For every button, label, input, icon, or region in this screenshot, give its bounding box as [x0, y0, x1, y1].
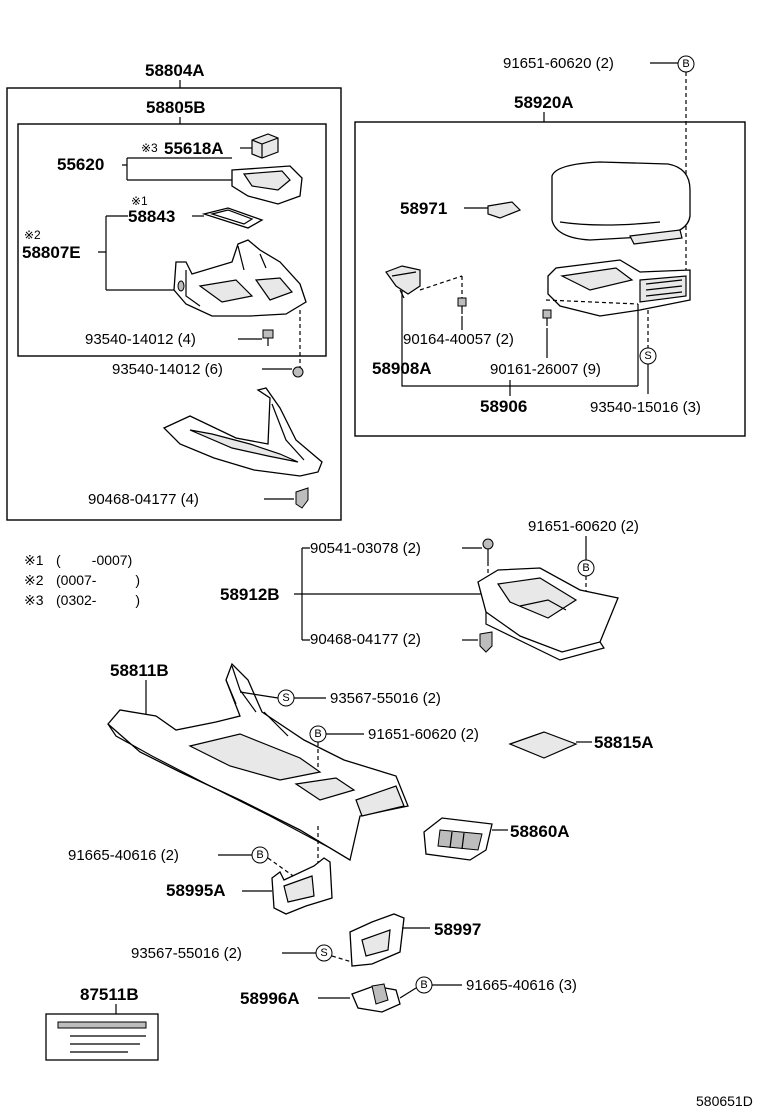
label-91665-40616-3[interactable]: 91665-40616 (3): [466, 977, 577, 994]
part-58997-bracket[interactable]: [349, 913, 405, 967]
part-clip-90468-04177-a[interactable]: [295, 487, 309, 509]
dashed-guide-base: [545, 299, 639, 305]
label-58807E[interactable]: 58807E: [22, 243, 81, 262]
part-58971-button[interactable]: [487, 201, 522, 219]
symbol-b-91665-2: B: [251, 846, 269, 864]
leader-58912B: [294, 547, 482, 641]
leader-58807E: [98, 215, 180, 291]
label-58811B[interactable]: 58811B: [110, 661, 169, 680]
svg-text:B: B: [582, 562, 589, 574]
label-90161-26007-9[interactable]: 90161-26007 (9): [490, 361, 601, 378]
mark-2-58807E: ※2: [24, 228, 41, 242]
dashed-guide-b-91665-2: [267, 857, 297, 879]
label-55618A[interactable]: 55618A: [164, 139, 224, 158]
label-91651-60620-2-mid[interactable]: 91651-60620 (2): [528, 518, 639, 535]
part-clip-90541-03078[interactable]: [482, 538, 494, 562]
part-58996A-bracket[interactable]: [351, 983, 401, 1013]
part-58843-ring[interactable]: [201, 207, 264, 229]
label-90164-40057-2[interactable]: 90164-40057 (2): [403, 331, 514, 348]
label-58995A[interactable]: 58995A: [166, 881, 226, 900]
label-58860A[interactable]: 58860A: [510, 822, 570, 841]
svg-text:B: B: [682, 58, 689, 70]
label-58843[interactable]: 58843: [128, 207, 175, 226]
part-screw-90161-26007[interactable]: [542, 309, 552, 326]
label-87511B[interactable]: 87511B: [80, 985, 139, 1004]
label-58997[interactable]: 58997: [434, 920, 481, 939]
part-58908A-hinge[interactable]: [385, 265, 421, 299]
dashed-guide-hinge: [419, 275, 463, 291]
label-58920A[interactable]: 58920A: [514, 93, 574, 112]
label-90541-03078-2[interactable]: 90541-03078 (2): [310, 540, 421, 557]
label-58996A[interactable]: 58996A: [240, 989, 300, 1008]
part-55620-tray[interactable]: [231, 165, 303, 205]
label-58805B[interactable]: 58805B: [146, 98, 206, 117]
group-box-58805B: [17, 123, 327, 357]
part-trim-panel[interactable]: [162, 387, 323, 477]
part-armrest-lid[interactable]: [551, 161, 691, 245]
leader-91665-40616-3-part: [399, 987, 417, 999]
leader-55620: [122, 157, 232, 181]
part-87511B-label-plate[interactable]: [45, 1013, 159, 1061]
part-58807E-panel[interactable]: [173, 239, 307, 317]
svg-text:S: S: [320, 947, 327, 959]
svg-text:S: S: [282, 692, 289, 704]
symbol-b-91665-3: B: [415, 976, 433, 994]
part-58860A-vent[interactable]: [423, 817, 493, 861]
label-93540-14012-6[interactable]: 93540-14012 (6): [112, 361, 223, 378]
label-58815A[interactable]: 58815A: [594, 733, 654, 752]
label-91665-40616-2[interactable]: 91665-40616 (2): [68, 847, 179, 864]
note-2-text: (0007- ): [56, 572, 140, 588]
symbol-b-mid: B: [577, 559, 595, 577]
symbol-b-top: B: [677, 55, 695, 73]
part-screw-93540-14012-b[interactable]: [292, 366, 304, 378]
label-93540-14012-4[interactable]: 93540-14012 (4): [85, 331, 196, 348]
part-58912B-tray[interactable]: [477, 567, 619, 661]
svg-text:B: B: [420, 979, 427, 991]
label-90468-04177-4[interactable]: 90468-04177 (4): [88, 491, 199, 508]
symbol-s-93567-a: S: [277, 689, 295, 707]
group-box-58804A: [6, 87, 342, 521]
part-screw-90164-40057[interactable]: [457, 297, 467, 314]
label-90468-04177-2[interactable]: 90468-04177 (2): [310, 631, 421, 648]
part-screw-93540-14012-a[interactable]: [262, 329, 274, 346]
label-91651-60620-2-top[interactable]: 91651-60620 (2): [503, 55, 614, 72]
label-91651-60620-2-low[interactable]: 91651-60620 (2): [368, 726, 479, 743]
part-55618A-clip[interactable]: [251, 133, 279, 159]
note-3-mark: ※3: [24, 592, 44, 608]
symbol-s-93567-b: S: [315, 944, 333, 962]
footnotes: ※1 ( -0007) ※2 (0007- ) ※3 (0302- ): [24, 552, 140, 608]
symbol-s-93540-15016: S: [639, 347, 657, 365]
label-58906[interactable]: 58906: [480, 397, 527, 416]
part-58811B-console[interactable]: [107, 662, 409, 862]
svg-text:B: B: [314, 728, 321, 740]
symbol-b-low: B: [309, 725, 327, 743]
note-1-text: ( -0007): [56, 552, 132, 568]
label-93567-55016-2-a[interactable]: 93567-55016 (2): [330, 690, 441, 707]
label-55620[interactable]: 55620: [57, 155, 104, 174]
leader-58906-bracket: [401, 290, 639, 387]
label-93540-15016-3[interactable]: 93540-15016 (3): [590, 399, 701, 416]
part-58995A-bracket[interactable]: [271, 857, 333, 915]
svg-text:B: B: [256, 849, 263, 861]
label-58912B[interactable]: 58912B: [220, 585, 280, 604]
diagram-reference-number: 580651D: [696, 1093, 753, 1109]
label-58971[interactable]: 58971: [400, 199, 447, 218]
part-armrest-base[interactable]: [547, 259, 691, 317]
label-58804A[interactable]: 58804A: [145, 61, 205, 80]
mark-1-58843: ※1: [131, 194, 148, 208]
part-clip-90468-04177-b[interactable]: [479, 631, 493, 653]
note-3-text: (0302- ): [56, 592, 140, 608]
part-58815A-mat[interactable]: [508, 731, 578, 759]
leader-93567-55016-a-part: [239, 691, 279, 699]
label-93567-55016-2-b[interactable]: 93567-55016 (2): [131, 945, 242, 962]
note-1-mark: ※1: [24, 552, 44, 568]
group-box-58920A: [354, 121, 746, 437]
note-2-mark: ※2: [24, 572, 44, 588]
svg-text:S: S: [644, 350, 651, 362]
mark-3-55618A: ※3: [141, 141, 158, 155]
dashed-guide-s-93567-b: [331, 955, 353, 963]
